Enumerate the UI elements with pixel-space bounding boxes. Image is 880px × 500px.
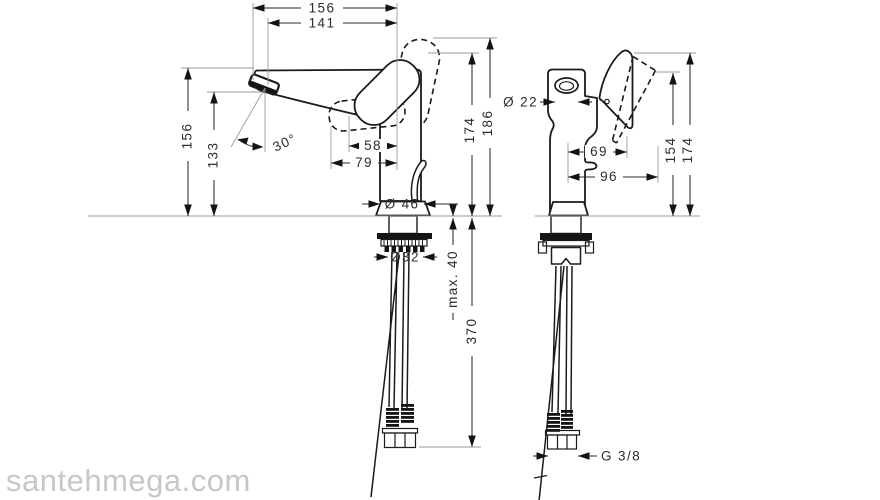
dim-label-69: 69: [590, 144, 608, 159]
arrowhead: [486, 38, 494, 50]
dim-label-dia46: Ø 46: [385, 197, 420, 212]
extension-lines: [88, 3, 700, 448]
dim-label-154: 154: [663, 137, 678, 164]
dimension-labels: 156 141 156 133 30° 58 79 Ø 46 174 186 Ø…: [179, 1, 695, 464]
arrowhead: [449, 204, 457, 216]
angle-ray: [230, 87, 266, 148]
dim-label-dia32: Ø32: [390, 250, 420, 265]
hose-braid-ends: [386, 404, 414, 427]
arrowhead: [468, 204, 476, 216]
dim-label-96: 96: [600, 169, 618, 184]
aerator: [248, 73, 280, 96]
spout-opening-inner: [558, 81, 575, 91]
arrowhead: [385, 19, 397, 27]
side-body-outline: [547, 68, 598, 217]
set-screw: [604, 98, 610, 105]
arrowhead: [536, 452, 548, 460]
base-plinth: [375, 200, 431, 217]
side-gasket: [540, 233, 592, 240]
arrowhead: [686, 204, 694, 216]
front-view: [248, 38, 441, 498]
side-hose-braid-ends: [547, 410, 573, 432]
arrowhead: [385, 159, 397, 167]
dim-label-79: 79: [355, 155, 373, 170]
arrowhead: [578, 98, 590, 106]
dim-label-141: 141: [309, 16, 336, 31]
arrowhead: [385, 4, 397, 12]
arrowhead: [210, 92, 218, 104]
ribbed-washer: [380, 238, 428, 247]
side-supply-hoses: [551, 265, 573, 416]
shank-neck: [388, 215, 418, 235]
mounting-nut-thread: [384, 246, 425, 252]
hose-connector: [381, 427, 419, 449]
arrowhead: [669, 204, 677, 216]
dim-label-max40: max. 40: [445, 250, 460, 308]
side-washer: [537, 239, 595, 254]
side-mounting-nut: [550, 246, 582, 265]
arrowhead: [368, 200, 380, 208]
arrowhead: [449, 218, 457, 230]
arrowhead: [184, 68, 192, 80]
dim-label-186: 186: [480, 110, 495, 137]
arrowhead: [210, 204, 218, 216]
arrowhead: [578, 452, 590, 460]
arrowhead: [468, 435, 476, 447]
arrowhead: [253, 4, 265, 12]
side-base-plinth: [548, 201, 589, 217]
side-shank-neck: [550, 215, 582, 235]
arrowhead: [331, 159, 343, 167]
supply-hoses: [388, 251, 410, 411]
arrowhead: [568, 173, 580, 181]
dim-label-dia22: Ø 22: [503, 95, 538, 110]
side-handle-fin: [598, 49, 634, 130]
dim-label-174-front: 174: [462, 117, 477, 144]
arrowhead: [184, 204, 192, 216]
gasket: [377, 233, 432, 239]
handle-lever: [353, 59, 421, 126]
arrowhead: [646, 173, 658, 181]
dim-label-370: 370: [464, 318, 479, 345]
arrowhead: [385, 142, 397, 150]
arrowhead: [486, 204, 494, 216]
arrowhead: [543, 98, 555, 106]
arrowhead: [268, 19, 280, 27]
dim-label-133: 133: [206, 142, 221, 169]
side-rod-tick: [533, 474, 548, 479]
dim-label-g38: G 3/8: [601, 449, 641, 464]
watermark: santehmega.com: [6, 463, 251, 498]
dim-label-30deg: 30°: [270, 131, 299, 155]
dim-label-156-left: 156: [180, 123, 195, 150]
dim-label-58: 58: [364, 138, 382, 153]
side-handle-dashed: [611, 55, 657, 144]
arrowhead: [686, 53, 694, 65]
dim-label-156-top: 156: [309, 1, 336, 16]
dim-label-174-side: 174: [680, 137, 695, 164]
arrowhead: [349, 142, 361, 150]
side-pull-rod: [538, 265, 565, 500]
arrowhead: [568, 148, 580, 156]
arrowhead: [376, 253, 388, 261]
spout-opening-outer: [554, 77, 579, 94]
side-hose-connector: [544, 429, 581, 450]
arrowhead: [424, 200, 436, 208]
arrowhead: [468, 53, 476, 65]
side-view: [533, 49, 657, 500]
pull-rod: [370, 254, 400, 498]
arrowhead: [615, 148, 627, 156]
arrowhead: [423, 253, 435, 261]
arrowhead: [468, 218, 476, 230]
waste-lever: [410, 159, 427, 201]
arrowhead: [669, 73, 677, 85]
